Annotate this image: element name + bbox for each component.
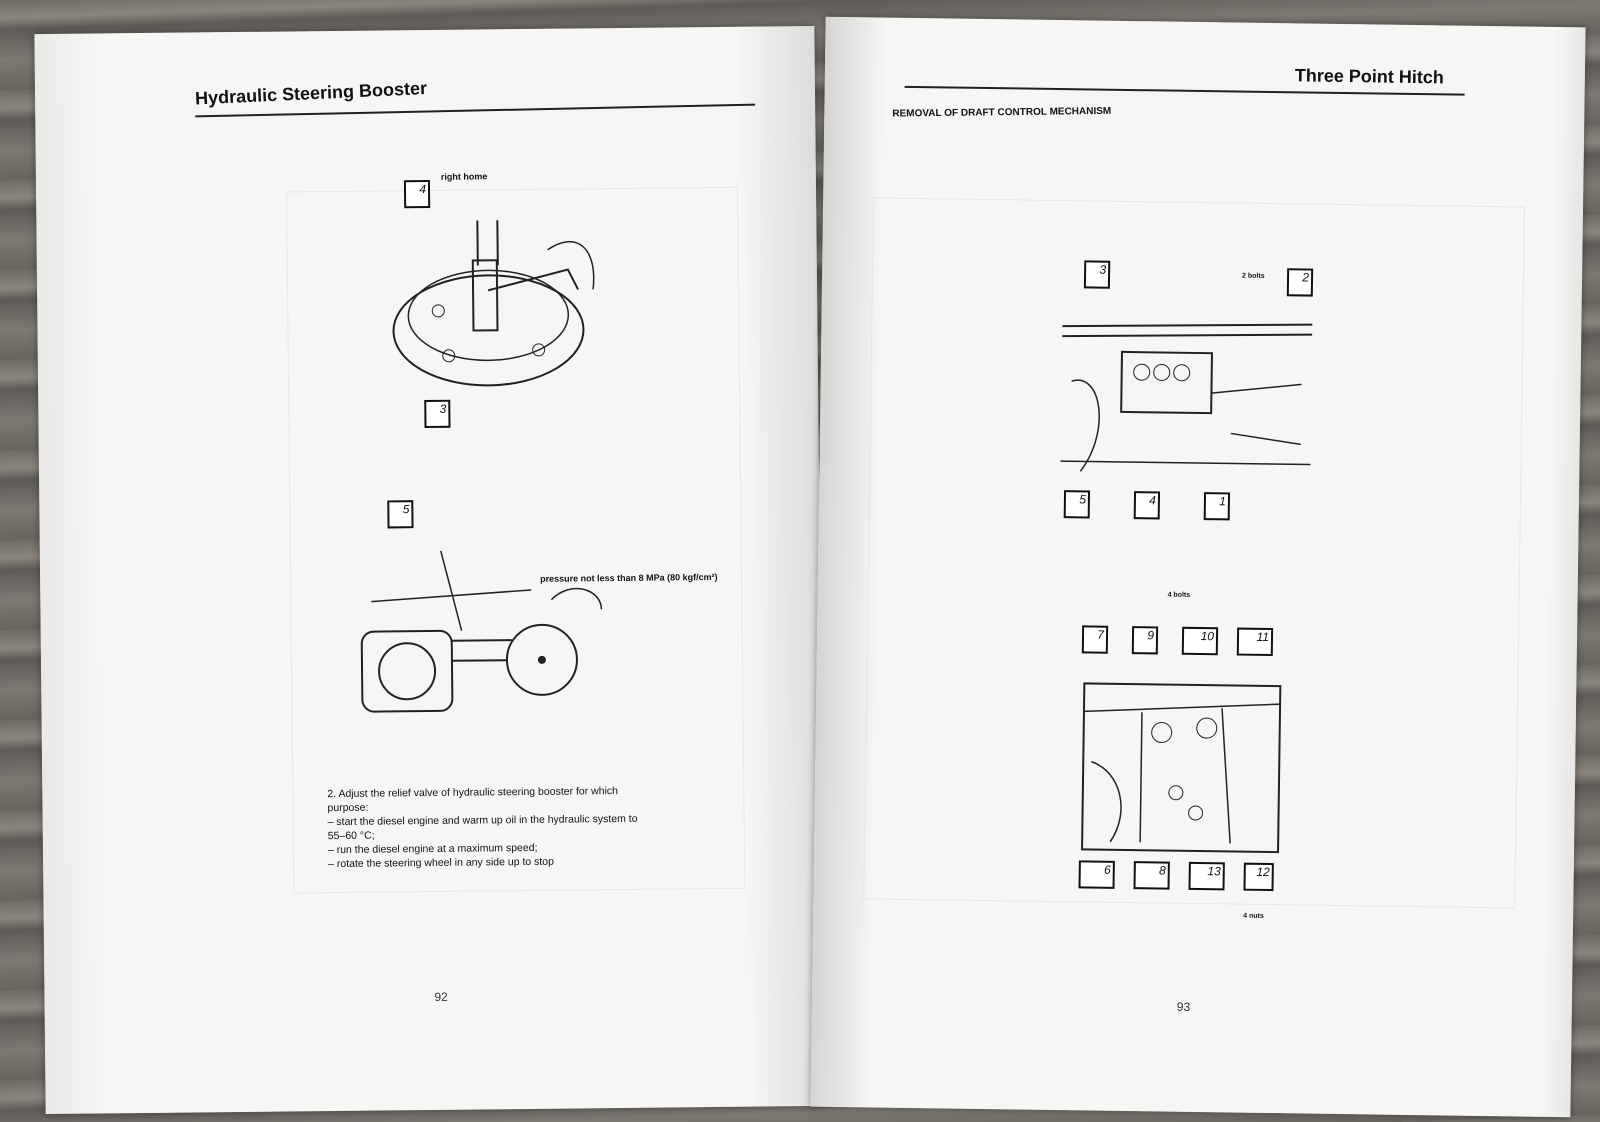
- figure-label: 4 bolts: [1167, 591, 1191, 599]
- page-header: Three Point Hitch: [1294, 65, 1445, 88]
- callout-box: 6: [1078, 860, 1115, 889]
- pressure-gauge-figure: [360, 550, 603, 713]
- section-subheader: REMOVAL OF DRAFT CONTROL MECHANISM: [892, 105, 1112, 120]
- callout-box: 2: [1286, 268, 1314, 297]
- figure-label: 4 nuts: [1243, 912, 1264, 920]
- draft-control-figure-2: [1081, 682, 1282, 854]
- step-item: – start the diesel engine and warm up oi…: [327, 812, 638, 843]
- callout-box: 3: [424, 399, 451, 429]
- page-number: 92: [434, 989, 448, 1004]
- callout-box: 11: [1236, 627, 1274, 657]
- step-heading: 2. Adjust the relief valve of hydraulic …: [327, 785, 619, 815]
- callout-box: 9: [1131, 626, 1159, 655]
- page-header: Hydraulic Steering Booster: [194, 77, 428, 109]
- callout-box: 4: [1133, 491, 1161, 520]
- callout-box: 8: [1133, 861, 1170, 890]
- callout-box: 10: [1181, 626, 1219, 656]
- header-rule: [195, 103, 756, 118]
- valve-figure: [392, 220, 595, 387]
- figure-label: right home: [440, 171, 488, 182]
- right-page: Three Point Hitch REMOVAL OF DRAFT CONTR…: [810, 16, 1586, 1118]
- left-page: Hydraulic Steering Booster right home 4 …: [34, 25, 826, 1115]
- page-number: 93: [1176, 999, 1191, 1014]
- callout-box: 3: [1083, 260, 1111, 289]
- callout-box: 1: [1203, 492, 1231, 521]
- instruction-text: 2. Adjust the relief valve of hydraulic …: [327, 784, 638, 871]
- callout-box: 5: [1063, 490, 1091, 519]
- callout-box: 12: [1243, 862, 1274, 892]
- callout-box: 13: [1188, 861, 1225, 891]
- figure-label: 2 bolts: [1242, 272, 1265, 280]
- draft-control-figure-1: [1060, 323, 1313, 472]
- callout-box: 7: [1081, 625, 1109, 654]
- callout-box: 5: [387, 500, 414, 529]
